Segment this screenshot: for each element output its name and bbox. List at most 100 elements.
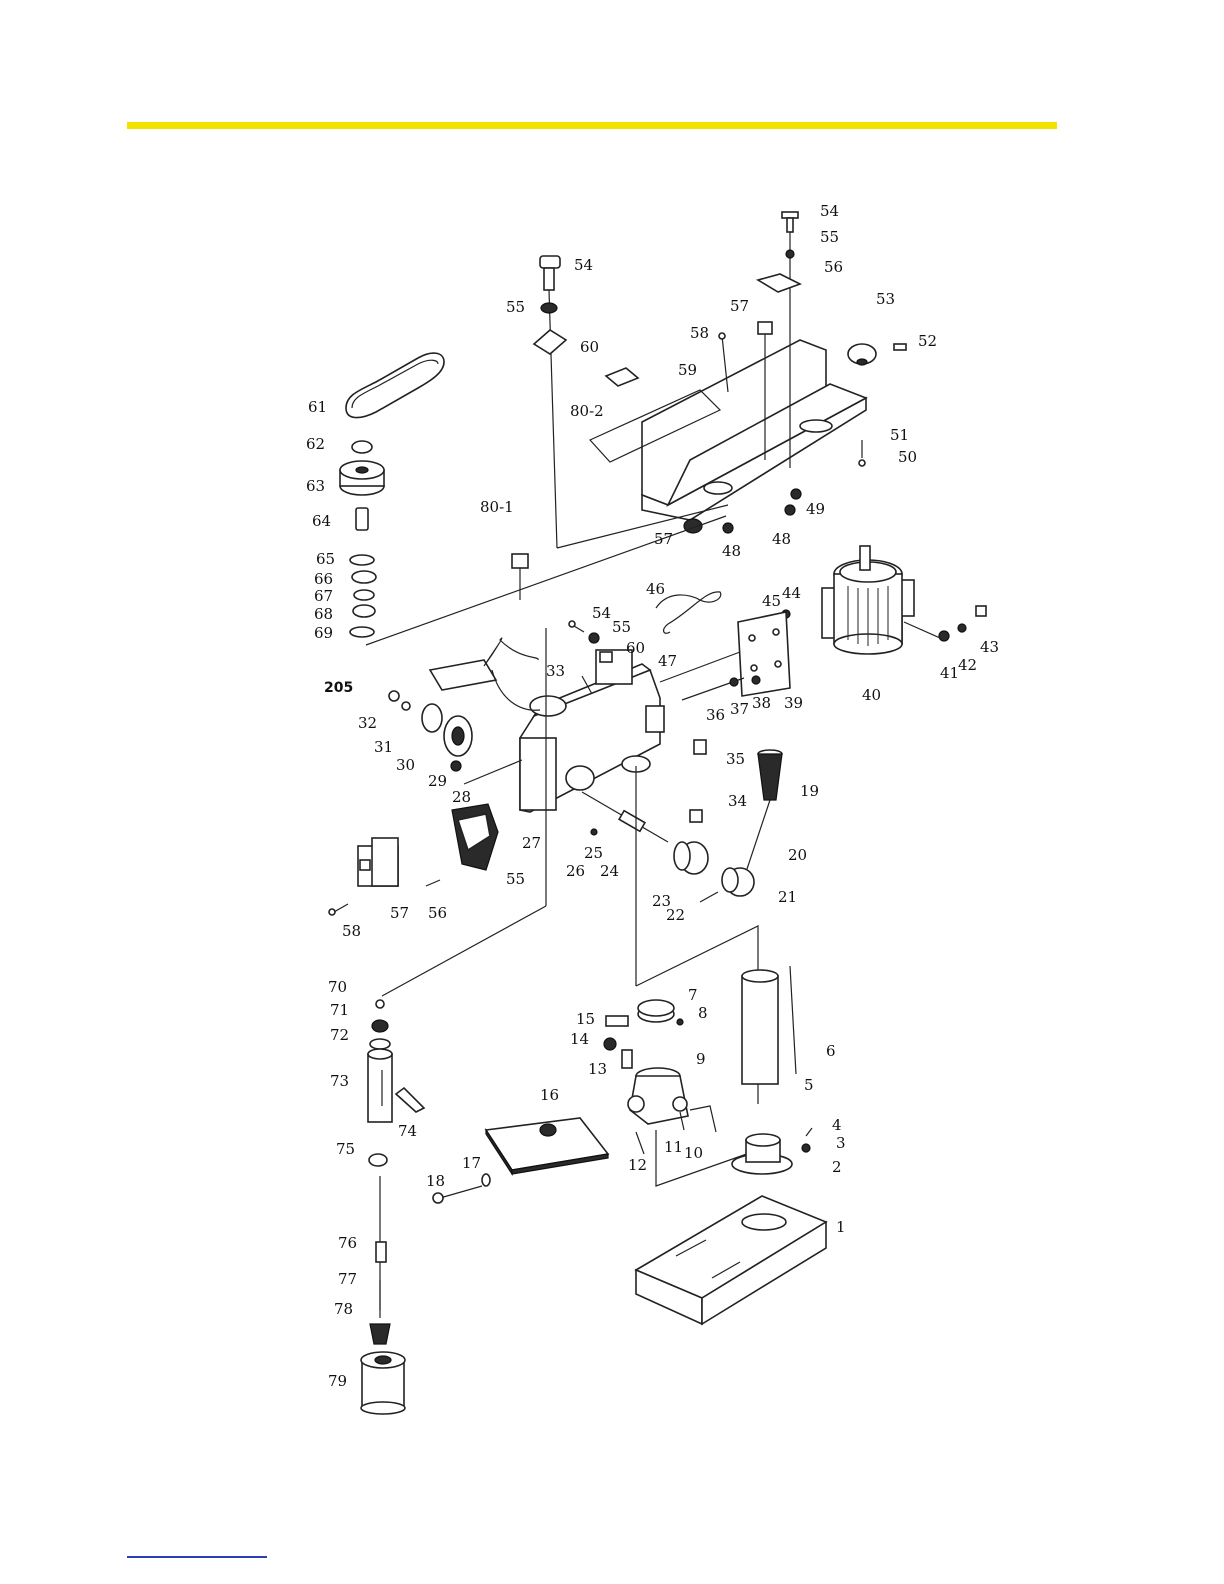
callout-17: 17 [462,1154,481,1172]
key-74 [396,1088,424,1112]
callout-32: 32 [358,714,377,732]
callout-21: 21 [778,888,797,906]
label-80-2 [606,368,638,386]
callout-10: 10 [684,1144,703,1162]
screw-22 [700,892,718,902]
callout-54: 54 [820,202,839,220]
callout-9: 9 [696,1050,706,1068]
bearing-68 [353,605,375,617]
callout-37: 37 [730,700,749,718]
hub-21 [722,868,754,896]
ring-65 [350,555,374,565]
callout-52: 52 [918,332,937,350]
callout-27: 27 [522,834,541,852]
spindle-76 [376,1176,386,1310]
callout-70: 70 [328,978,347,996]
callout-69: 69 [314,624,333,642]
callout-71: 71 [330,1001,349,1019]
bracket-35 [694,740,706,754]
callout-51: 51 [890,426,909,444]
crank-10 [690,1106,716,1132]
callout-30: 30 [396,756,415,774]
callout-22: 22 [666,906,685,924]
column-5 [742,970,778,1084]
callout-50: 50 [898,448,917,466]
callout-66: 66 [314,570,333,588]
nut-70 [376,1000,384,1008]
callout-38: 38 [752,694,771,712]
callout-26: 26 [566,862,585,880]
callout-60: 60 [580,338,599,356]
callout-76: 76 [338,1234,357,1252]
screws-32 [389,691,410,710]
washer-17 [482,1174,490,1186]
callout-58: 58 [342,922,361,940]
nut-62 [352,441,372,453]
callout-33: 33 [546,662,565,680]
callout-46: 46 [646,580,665,598]
callout-43: 43 [980,638,999,656]
table-16 [486,1118,608,1174]
callout-24: 24 [600,862,619,880]
callout-11: 11 [664,1138,683,1156]
callout-19: 19 [800,782,819,800]
knob-screw-54-left [540,256,560,548]
callout-1: 1 [836,1218,846,1236]
washer-38 [752,676,760,684]
callout-48: 48 [772,530,791,548]
callout-78: 78 [334,1300,353,1318]
nut-29 [451,761,461,771]
washer-55-left [541,303,557,313]
bottom-blue-rule [127,1556,267,1558]
washer-55-top [786,250,794,258]
callout-62: 62 [306,435,325,453]
screw-8 [677,1019,683,1025]
callout-20: 20 [788,846,807,864]
callout-4: 4 [832,1116,842,1134]
callout-13: 13 [588,1060,607,1078]
flange-2 [732,1134,792,1174]
head-cover-guard [590,340,866,520]
callout-80-1: 80-1 [480,498,514,516]
washer-37 [730,678,738,686]
screw-56-lower [426,880,440,886]
callout-73: 73 [330,1072,349,1090]
callout-75: 75 [336,1140,355,1158]
nut-48-right [785,505,795,515]
callout-34: 34 [728,792,747,810]
switch-box-57 [358,838,398,886]
callout-64: 64 [312,512,331,530]
cord-46 [656,592,721,633]
quill-73 [368,1049,392,1122]
clamp-60-head [600,652,612,662]
pin-12 [636,1132,644,1154]
bearing-75 [369,1154,387,1166]
motor-40 [822,546,914,654]
knob-53 [848,344,876,365]
callout-55: 55 [820,228,839,246]
v-belt-61 [346,353,444,418]
switch-bracket-205 [430,638,540,710]
callout-25: 25 [584,844,603,862]
callout-68: 68 [314,605,333,623]
callout-31: 31 [374,738,393,756]
callout-59: 59 [678,361,697,379]
belt-guard-55 [452,804,498,870]
label-80-1 [512,554,528,600]
callout-35: 35 [726,750,745,768]
ring-69 [350,627,374,637]
screw-58-lower [329,904,348,915]
callout-42: 42 [958,656,977,674]
washer-72 [370,1039,390,1049]
latch-56 [758,274,800,292]
callout-39: 39 [784,694,803,712]
callout-54: 54 [574,256,593,274]
callout-55: 55 [506,870,525,888]
chuck-guard-79 [361,1352,405,1414]
callout-72: 72 [330,1026,349,1044]
pulley-63 [340,461,384,495]
motor-leader [904,622,940,638]
nut-43 [976,606,986,616]
nut-71 [372,1020,388,1032]
